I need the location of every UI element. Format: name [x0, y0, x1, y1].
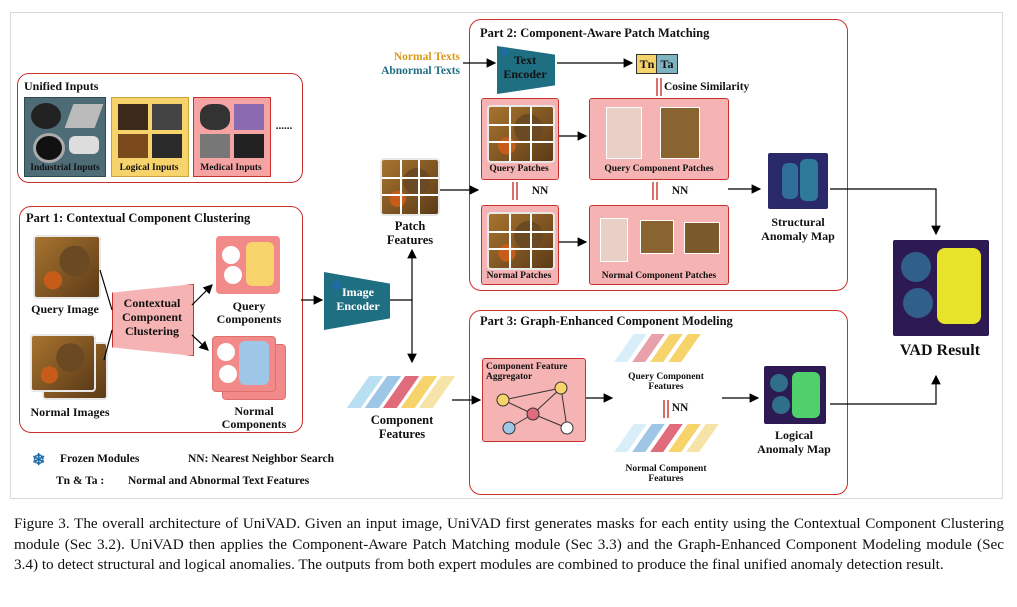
industrial-inputs-label: Industrial Inputs — [30, 163, 100, 173]
graph-nodes — [496, 381, 574, 435]
normal-texts-label: Normal Texts — [393, 51, 460, 63]
logical-anomaly-map — [764, 366, 826, 424]
part2-title: Part 2: Component-Aware Patch Matching — [480, 26, 710, 40]
component-features-label: Component Features — [370, 413, 434, 442]
query-components-label: Query Components — [216, 299, 282, 327]
logical-anomaly-map-label: Logical Anomaly Map — [757, 428, 831, 456]
image-encoder-label: Image Encoder — [336, 285, 380, 313]
industrial-inputs-group — [24, 97, 106, 177]
medical-inputs-group — [193, 97, 271, 177]
legend-snowflake-icon: ❄ — [32, 452, 46, 469]
text-encoder-snowflake-icon: ❄ — [500, 47, 510, 59]
vad-result-image — [893, 240, 989, 336]
ccc-module-box — [112, 284, 194, 356]
vad-result-label: VAD Result — [899, 342, 981, 359]
normal-component-patches-label: Normal Component Patches — [601, 271, 717, 281]
unified-inputs-title: Unified Inputs — [24, 79, 99, 93]
tn-box: Tn — [636, 54, 658, 74]
arrow-ccc-to-query-comp — [191, 284, 213, 306]
normal-image-front — [30, 334, 96, 392]
ccc-module-label: Contextual Component Clustering — [121, 296, 182, 338]
logical-inputs-group — [111, 97, 189, 177]
nn-query-normal-patches: NN — [531, 185, 549, 197]
patch-features-image — [380, 158, 440, 216]
query-component-patches-box — [589, 98, 729, 180]
normal-components-label: Normal Components — [221, 404, 287, 432]
legend-tnta-key: Tn & Ta : — [56, 475, 105, 487]
query-patches-label: Query Patches — [489, 164, 549, 174]
arrow-logical-to-vad — [830, 374, 941, 405]
query-patches-box — [481, 98, 559, 180]
abnormal-texts-label: Abnormal Texts — [381, 65, 460, 77]
query-component-patches-label: Query Component Patches — [604, 164, 714, 174]
normal-images-label: Normal Images — [30, 405, 110, 419]
query-component-features-label: Query Component Features — [628, 372, 704, 393]
structural-anomaly-map — [768, 153, 828, 209]
normal-patches-label: Normal Patches — [486, 271, 552, 281]
query-components-image — [216, 236, 280, 294]
snowflake-icon: ❄ — [331, 278, 342, 293]
nn-component-patches: NN — [671, 185, 689, 197]
arrow-normal-to-ccc — [103, 329, 113, 361]
arrow-struct-to-vad — [830, 188, 941, 236]
normal-component-features-label: Normal Component Features — [625, 464, 707, 485]
arrow-ccc-to-normal-comp — [191, 334, 209, 351]
normal-patches-box — [481, 205, 559, 285]
legend-tnta-label: Normal and Abnormal Text Features — [128, 475, 310, 487]
logical-inputs-label: Logical Inputs — [119, 163, 179, 173]
normal-components-image — [212, 336, 276, 392]
legend-frozen-label: Frozen Modules — [60, 453, 140, 465]
structural-anomaly-map-label: Structural Anomaly Map — [761, 215, 835, 243]
query-image-label: Query Image — [31, 302, 99, 316]
figure-caption: Figure 3. The overall architecture of Un… — [14, 515, 1004, 573]
patch-features-label: Patch Features — [386, 219, 434, 248]
part3-title: Part 3: Graph-Enhanced Component Modelin… — [480, 314, 733, 328]
cosine-similarity-label: Cosine Similarity — [664, 81, 750, 93]
ellipsis: ...... — [275, 120, 293, 132]
normal-component-patches-box — [589, 205, 729, 285]
legend-nn-label: NN: Nearest Neighbor Search — [188, 453, 334, 465]
text-encoder-box — [497, 46, 555, 94]
part1-title: Part 1: Contextual Component Clustering — [26, 211, 251, 225]
query-image — [33, 235, 101, 299]
text-encoder-label: Text Encoder — [503, 53, 547, 81]
aggregator-label: Component Feature Aggregator — [486, 362, 568, 383]
ta-box: Ta — [656, 54, 678, 74]
medical-inputs-label: Medical Inputs — [200, 163, 262, 173]
arrow-query-to-ccc — [99, 269, 113, 311]
nn-component-features: NN — [671, 402, 689, 414]
